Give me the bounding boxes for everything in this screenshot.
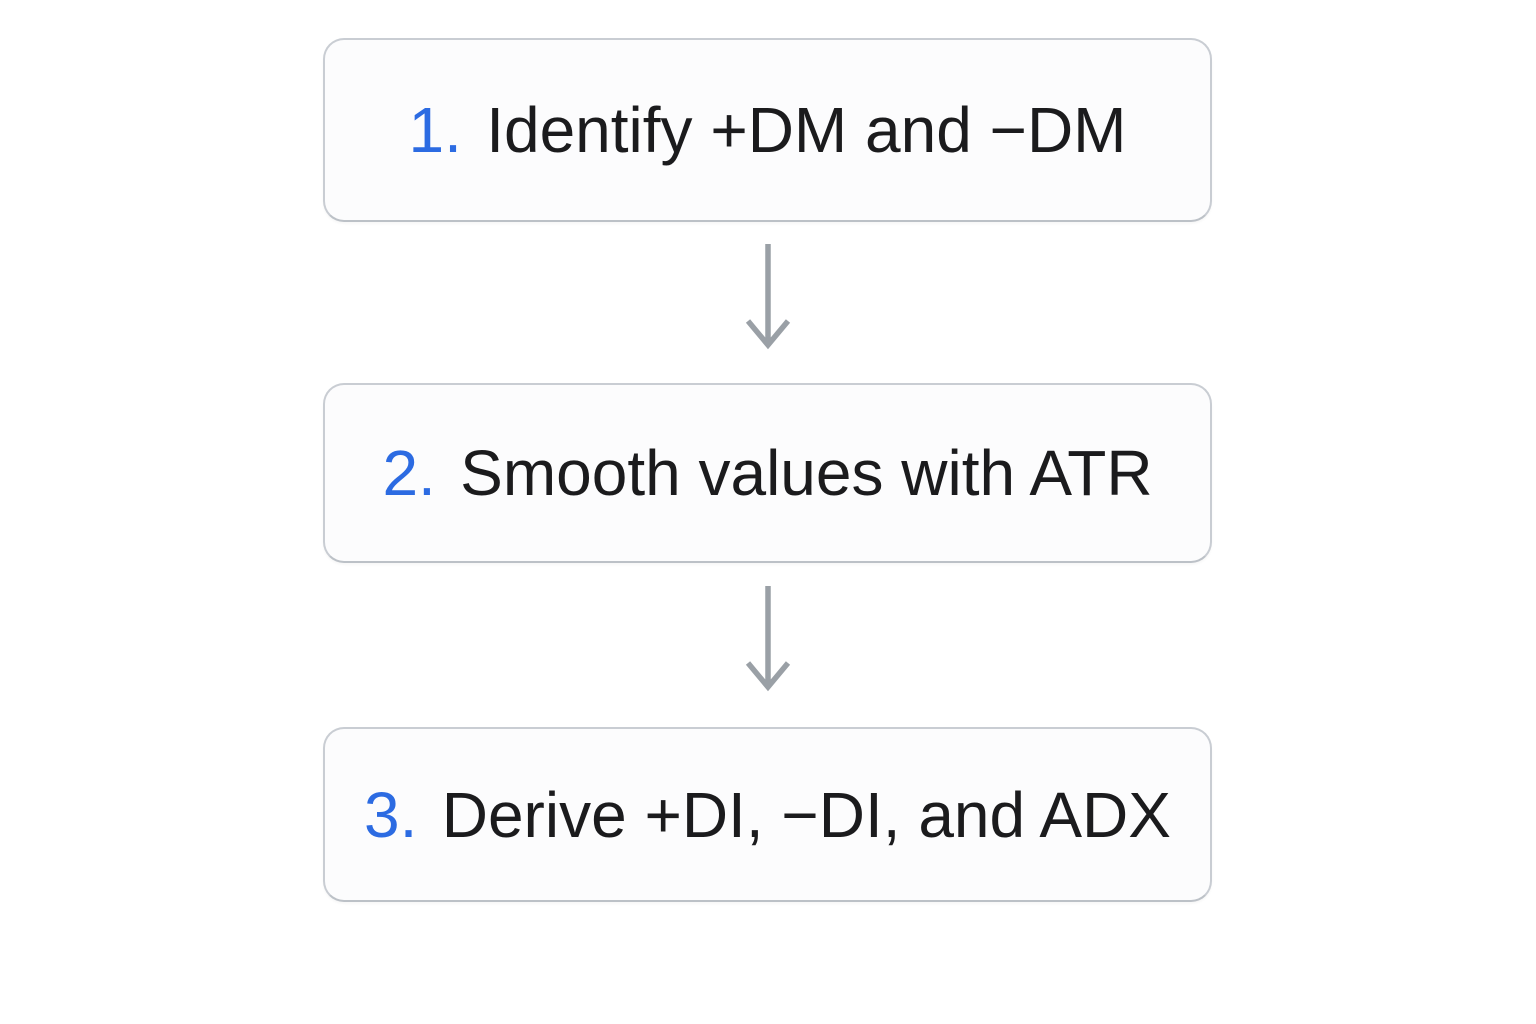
- step-1-text: 1. Identify +DM and −DM: [409, 98, 1127, 162]
- arrow-down-icon: [745, 244, 791, 350]
- step-3-text: 3. Derive +DI, −DI, and ADX: [364, 783, 1171, 847]
- step-1-label: Identify +DM and −DM: [486, 94, 1127, 166]
- arrow-down-icon: [745, 586, 791, 692]
- arrow-down-path: [745, 244, 791, 350]
- step-box-1: 1. Identify +DM and −DM: [323, 38, 1212, 222]
- step-3-label: Derive +DI, −DI, and ADX: [441, 778, 1171, 851]
- step-box-3: 3. Derive +DI, −DI, and ADX: [323, 727, 1212, 902]
- step-3-number: 3.: [364, 778, 418, 851]
- step-box-2: 2. Smooth values with ATR: [323, 383, 1212, 563]
- step-1-number: 1.: [408, 94, 462, 166]
- step-2-number: 2.: [382, 437, 436, 509]
- step-2-label: Smooth values with ATR: [460, 437, 1153, 509]
- step-2-text: 2. Smooth values with ATR: [382, 441, 1152, 505]
- arrow-down-path: [745, 586, 791, 692]
